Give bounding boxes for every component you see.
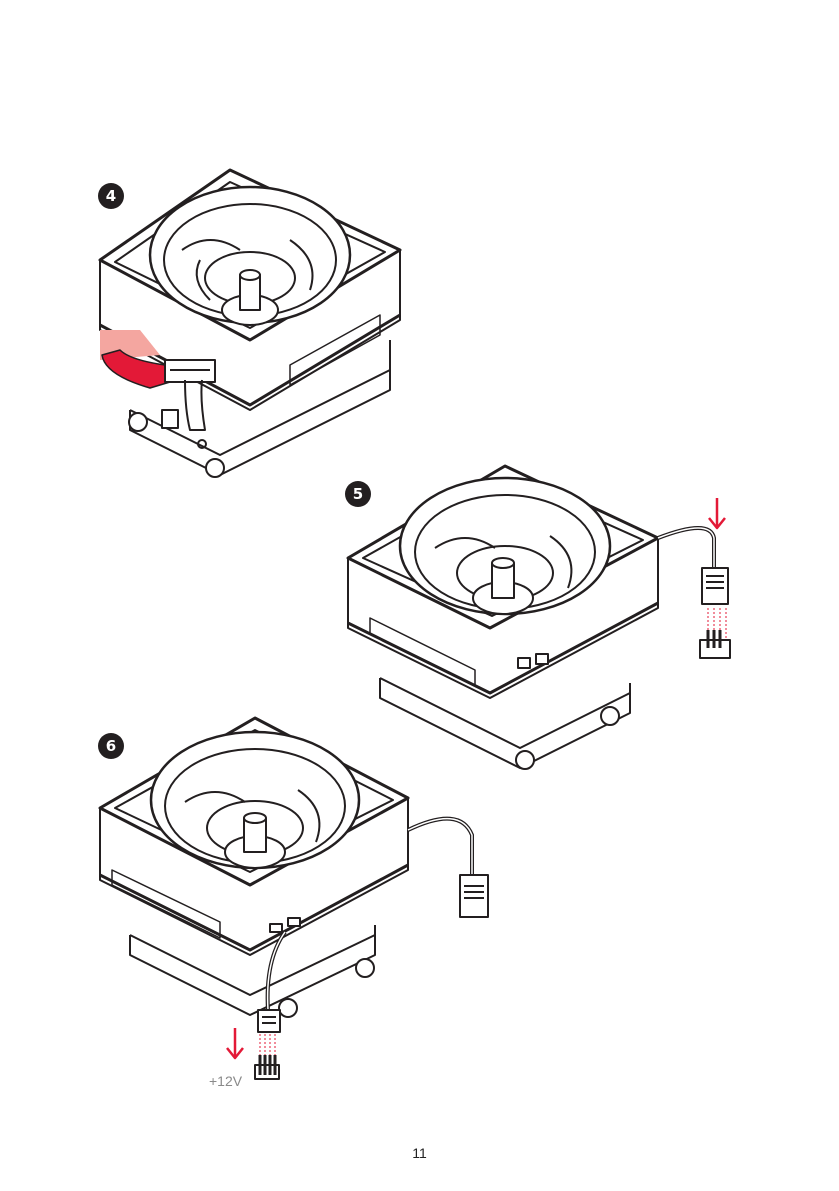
page-number: 11 [0,1145,839,1161]
cooler-illustration-step-6 [90,710,510,1090]
voltage-label: +12V [209,1073,242,1089]
cooler-illustration-step-4 [90,160,420,490]
